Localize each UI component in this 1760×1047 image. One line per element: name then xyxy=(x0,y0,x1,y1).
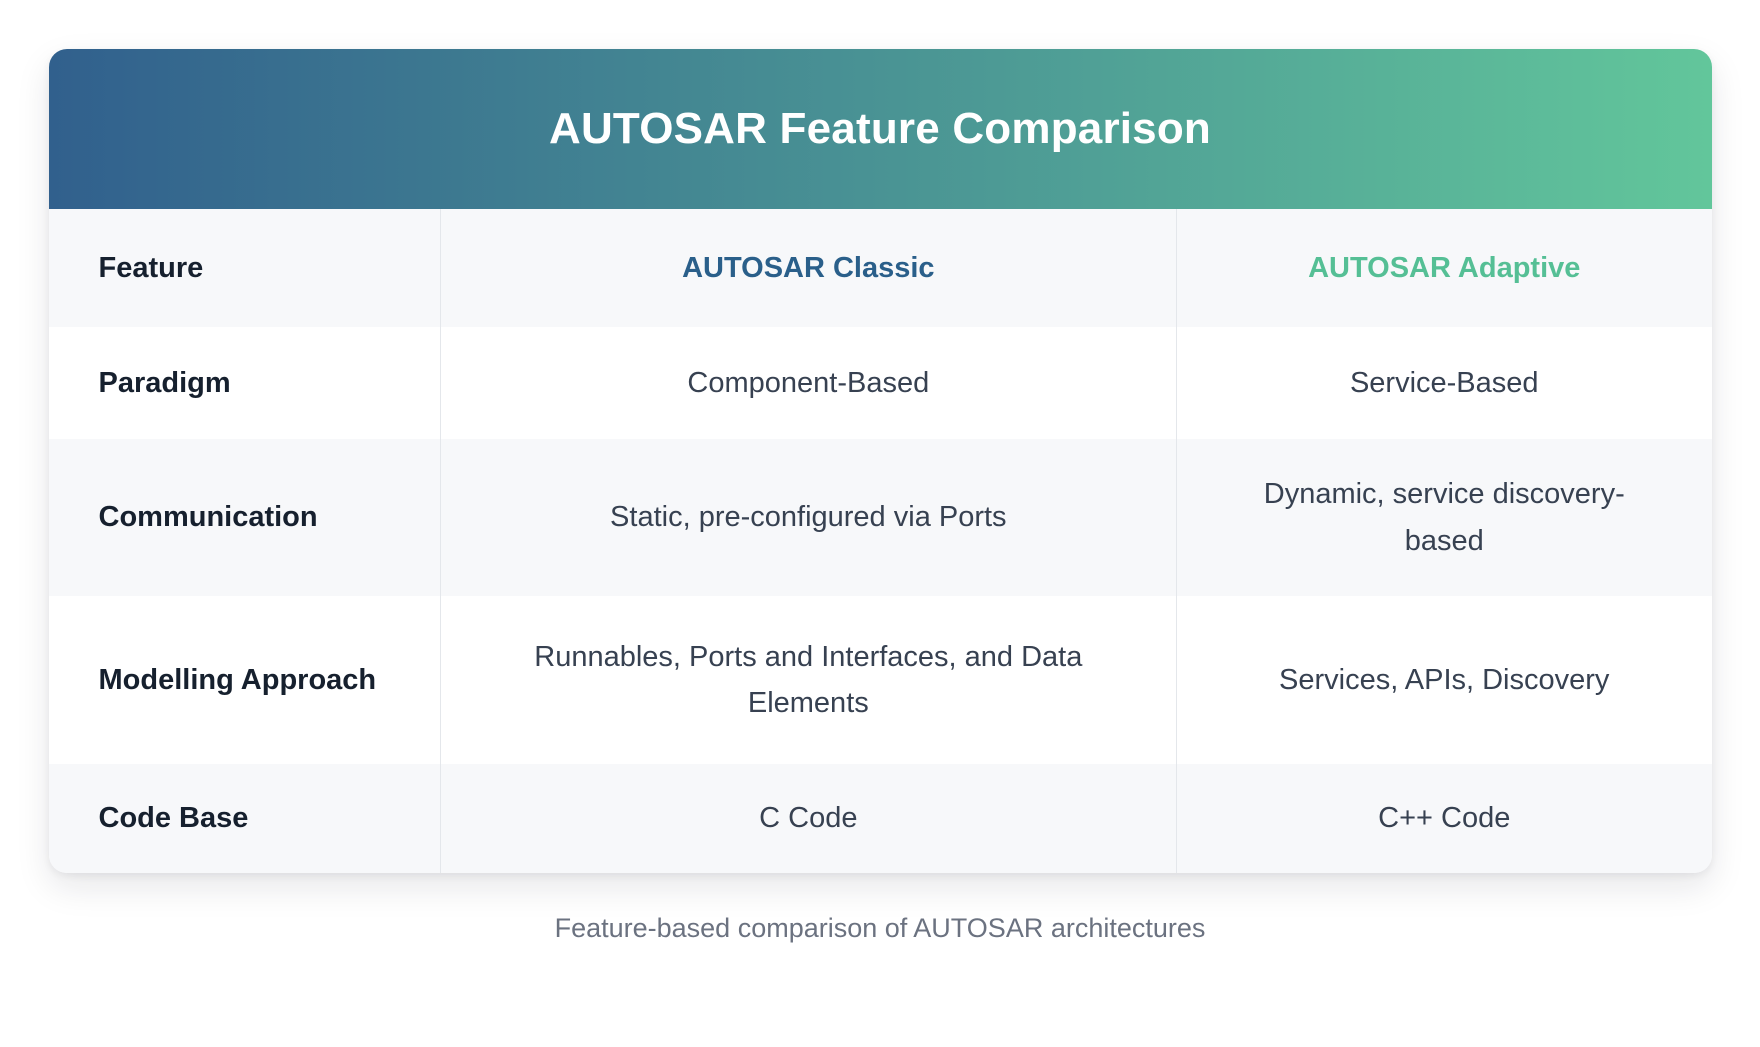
table-row: Communication Static, pre-configured via… xyxy=(48,439,1712,596)
comparison-card: AUTOSAR Feature Comparison Feature AUTOS… xyxy=(48,49,1712,873)
adaptive-value-cell: Services, APIs, Discovery xyxy=(1176,596,1711,764)
adaptive-value-cell: Service-Based xyxy=(1176,327,1711,439)
classic-value-cell: Static, pre-configured via Ports xyxy=(439,439,1176,596)
table-row: Modelling Approach Runnables, Ports and … xyxy=(48,596,1712,764)
classic-value-cell: Component-Based xyxy=(439,327,1176,439)
comparison-table: Feature AUTOSAR Classic AUTOSAR Adaptive… xyxy=(48,209,1712,873)
row-label-cell: Paradigm xyxy=(98,366,231,399)
row-label-cell: Modelling Approach xyxy=(98,663,377,696)
classic-value-cell: Runnables, Ports and Interfaces, and Dat… xyxy=(439,596,1176,764)
row-label-cell: Communication xyxy=(98,501,318,534)
column-header-classic: AUTOSAR Classic xyxy=(439,209,1176,327)
card-header: AUTOSAR Feature Comparison xyxy=(48,49,1712,209)
adaptive-value-cell: C++ Code xyxy=(1176,764,1711,873)
table-row: Code Base C Code C++ Code xyxy=(48,764,1712,873)
adaptive-value-cell: Dynamic, service discovery-based xyxy=(1176,439,1711,596)
column-header-adaptive: AUTOSAR Adaptive xyxy=(1176,209,1711,327)
column-header-feature: Feature xyxy=(98,251,204,284)
table-row: Paradigm Component-Based Service-Based xyxy=(48,327,1712,439)
figure-caption: Feature-based comparison of AUTOSAR arch… xyxy=(554,913,1206,943)
classic-value-cell: C Code xyxy=(439,764,1176,873)
table-header-row: Feature AUTOSAR Classic AUTOSAR Adaptive xyxy=(48,209,1712,327)
row-label-cell: Code Base xyxy=(98,802,249,835)
page-title: AUTOSAR Feature Comparison xyxy=(548,104,1212,153)
